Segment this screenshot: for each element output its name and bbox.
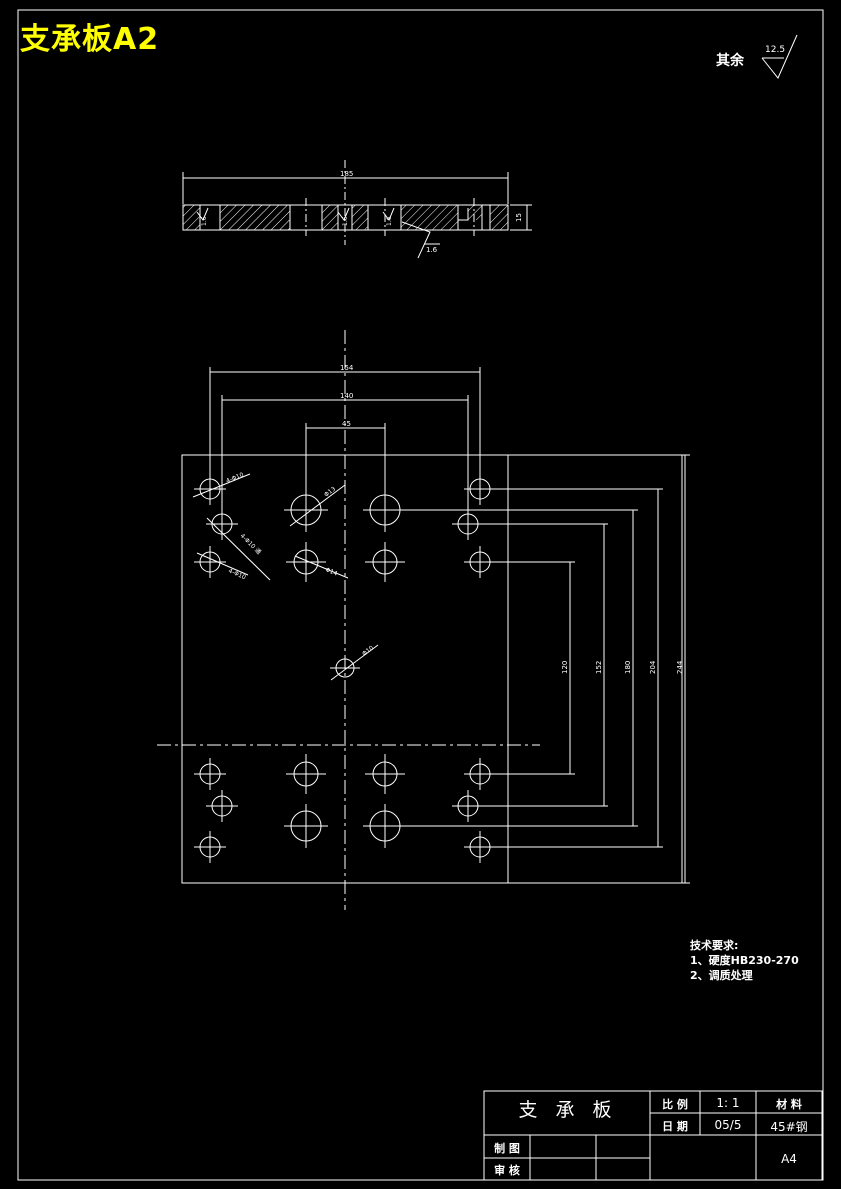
plan-view xyxy=(157,330,690,910)
hole-callout-3: 4-Φ10 xyxy=(227,567,247,581)
section-surface-note: 1.6 xyxy=(426,246,438,254)
height-dim-180: 180 xyxy=(624,661,632,674)
date-value: 05/5 xyxy=(714,1118,742,1132)
date-label: 日 期 xyxy=(662,1120,688,1133)
section-roughness-3: 1.6 xyxy=(386,216,393,226)
height-dim-120: 120 xyxy=(561,661,569,674)
notes-heading: 技术要求: xyxy=(690,939,739,952)
title-block-frame xyxy=(483,1090,823,1181)
section-thickness-dim: 15 xyxy=(515,213,523,222)
height-dim-204: 204 xyxy=(649,660,657,674)
roughness-symbol xyxy=(761,34,798,79)
roughness-label: 其余 xyxy=(716,53,744,69)
sheet-border xyxy=(17,9,824,1181)
scale-label: 比 例 xyxy=(662,1098,688,1111)
part-name: 支 承 板 xyxy=(518,1099,618,1121)
note-item-1: 1、硬度HB230-270 xyxy=(690,954,799,967)
width-dim-154: 154 xyxy=(340,364,354,372)
material-value: 45#钢 xyxy=(770,1120,808,1134)
drawn-label: 制 图 xyxy=(494,1142,520,1155)
note-item-2: 2、调质处理 xyxy=(690,969,753,982)
material-label: 材 料 xyxy=(776,1098,802,1111)
section-roughness-1: 1.6 xyxy=(201,216,208,226)
technical-notes: 技术要求: 1、硬度HB230-270 2、调质处理 xyxy=(690,938,799,983)
hole-callout-5: Φ14 xyxy=(324,566,338,577)
section-view xyxy=(182,160,532,259)
scale-value: 1: 1 xyxy=(716,1096,740,1110)
width-dim-140: 140 xyxy=(340,392,353,400)
hole-callout-6: Φ10 xyxy=(361,644,375,657)
sheet-title: 支承板A2 xyxy=(20,22,160,57)
height-dim-244: 244 xyxy=(676,660,684,674)
height-dim-152: 152 xyxy=(595,661,603,674)
sheet-size: A4 xyxy=(781,1152,797,1166)
section-overall-dim: 185 xyxy=(340,170,353,178)
hole-callout-1: 4-Φ10 xyxy=(225,471,245,484)
roughness-value: 12.5 xyxy=(765,45,785,55)
checked-label: 审 核 xyxy=(494,1164,520,1177)
width-dim-45: 45 xyxy=(342,420,351,428)
section-roughness-2: 1.6 xyxy=(342,216,349,226)
